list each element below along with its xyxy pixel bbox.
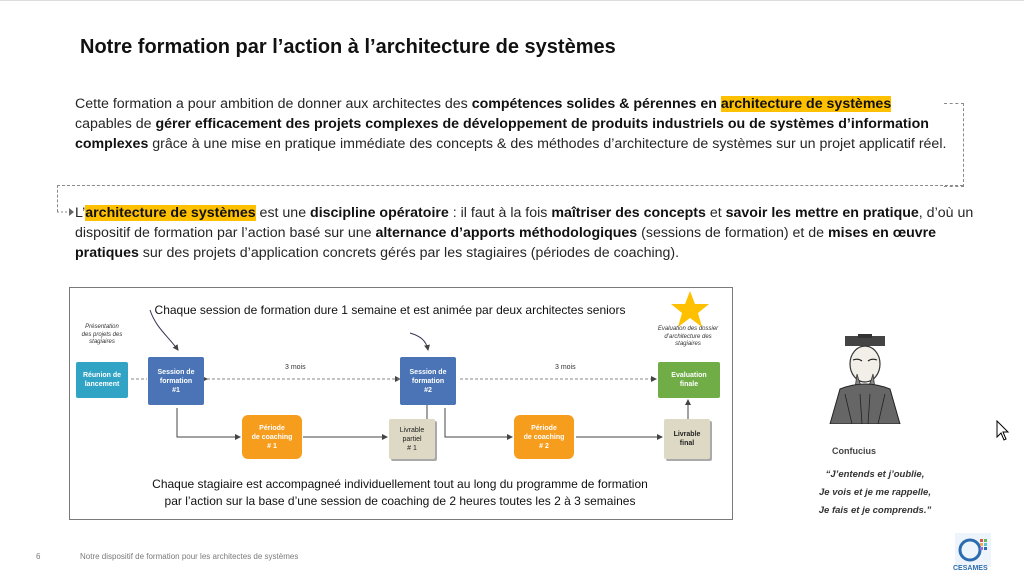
star-icon: [671, 291, 709, 327]
highlight-connector-left: [57, 185, 58, 212]
duration-label-2: 3 mois: [555, 364, 576, 371]
confucius-name: Confucius: [832, 446, 876, 456]
paragraph-discipline: L’architecture de systèmes est une disci…: [75, 205, 974, 261]
confucius-portrait-icon: [829, 334, 901, 424]
connector-arrow-icon: [57, 208, 74, 216]
logo-text: CESAMES: [953, 565, 988, 572]
highlight-architecture-2: architecture de systèmes: [85, 205, 256, 221]
training-diagram: Chaque session de formation dure 1 semai…: [69, 287, 733, 520]
cesames-logo-icon: [955, 533, 991, 567]
highlight-connector-right: [944, 103, 964, 187]
page-number: 6: [36, 552, 41, 561]
diagram-top-caption: Chaque session de formation dure 1 semai…: [154, 303, 626, 317]
note-right: Evaluation des dossier d’architecture de…: [657, 326, 719, 347]
slide-title: Notre formation par l’action à l’archite…: [80, 36, 616, 58]
confucius-quote: “J’entends et j’oublie, Je vois et je me…: [818, 469, 932, 516]
note-left: Présentation des projets des stagiaires: [81, 324, 123, 345]
paragraph-intro: Cette formation a pour ambition de donne…: [75, 96, 947, 152]
highlight-architecture: architecture de systèmes: [720, 96, 892, 112]
duration-label-1: 3 mois: [285, 364, 306, 371]
top-border: [0, 0, 1024, 1]
diagram-connectors: [131, 309, 691, 440]
footer-text: Notre dispositif de formation pour les a…: [80, 552, 299, 561]
diagram-bottom-caption-1: Chaque stagiaire est accompagneé individ…: [152, 477, 648, 491]
mouse-cursor-icon: [996, 420, 1010, 441]
highlight-connector-bottom: [57, 185, 963, 186]
diagram-bottom-caption-2: par l’action sur la base d’une session d…: [164, 494, 636, 508]
